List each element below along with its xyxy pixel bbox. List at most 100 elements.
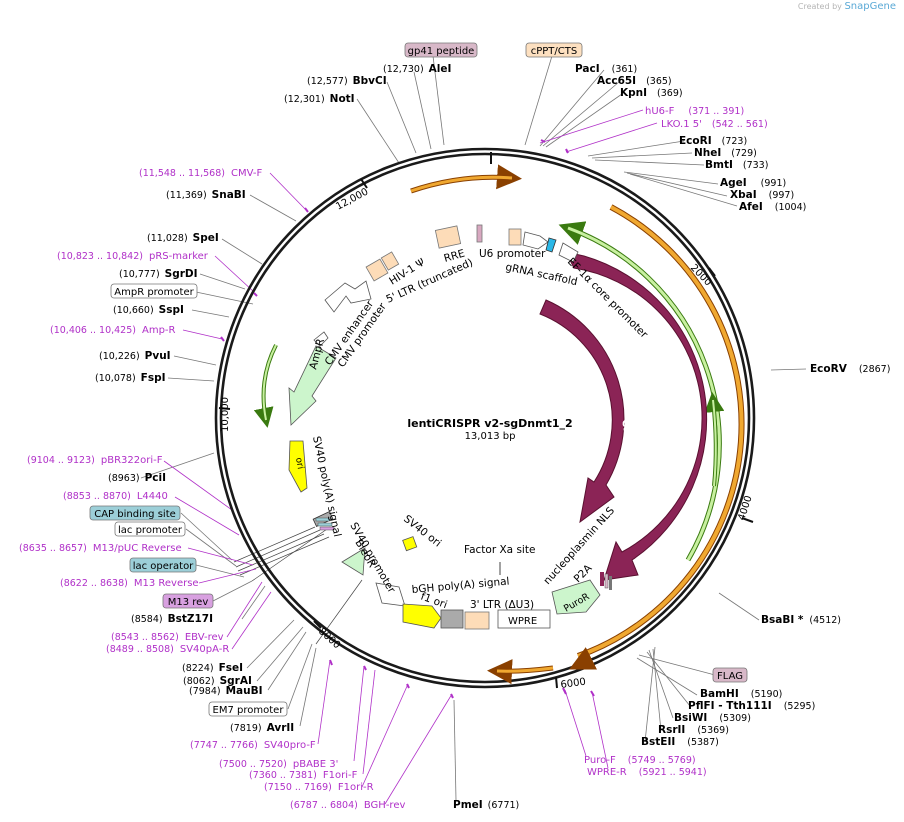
primer-site: (8489 .. 8508)SV40pA-R: [106, 644, 229, 655]
ltr3-box: [464, 611, 490, 630]
enzyme-site: (7984)MauBI: [189, 685, 263, 697]
orange-arc-bottom-fill: [496, 666, 554, 673]
enzyme-site: (10,777)SgrDI: [119, 268, 198, 280]
enzyme-site: (10,078)FspI: [95, 372, 166, 384]
cppt-label-box: [525, 42, 583, 58]
enzyme-labels-left: (12,730)AleI (12,577)BbvCI (12,301)NotI …: [95, 63, 451, 734]
green-arc-ef1a-fill: [567, 226, 721, 561]
ori-label: ori: [293, 457, 305, 470]
enzyme-site: (7819)AvrII: [230, 722, 294, 734]
enzyme-site: PacI(361): [575, 63, 637, 75]
enzyme-site: (8224)FseI: [182, 662, 243, 674]
enzyme-site: BstEII(5387): [641, 736, 719, 748]
factor-xa-label: Factor Xa site: [464, 544, 535, 556]
primer-site: (10,406 .. 10,425)Amp-R: [50, 325, 176, 336]
lac-operator-label: lac operator: [133, 561, 194, 572]
enzyme-site: (8062)SgrAI: [183, 675, 252, 687]
ltr5-box: [365, 258, 389, 282]
cap-binding-label: CAP binding site: [94, 509, 176, 520]
primer-site: hU6-F(371 .. 391): [645, 106, 744, 117]
cas9-label-2: Cas9: [683, 409, 699, 438]
orange-arc-right-fill: [577, 205, 744, 658]
primer-site: (7360 .. 7381)F1ori-F: [249, 770, 358, 781]
ampr-promoter-label: AmpR promoter: [114, 287, 194, 298]
orange-arc-right-head: [569, 647, 598, 670]
primer-site: (11,548 .. 11,568)CMV-F: [139, 168, 262, 179]
credit-prefix: Created by: [797, 2, 842, 11]
cas9-outer-arc: [565, 251, 708, 581]
u6-promoter-label: U6 promoter: [479, 248, 546, 260]
enzyme-site: AgeI(991): [720, 177, 786, 189]
enzyme-site: EcoRV(2867): [810, 363, 890, 375]
enzyme-site: (10,226)PvuI: [99, 350, 171, 362]
ruler-ticks: [218, 152, 754, 689]
tick-label: 6000: [560, 677, 587, 691]
enzyme-site: AfeI(1004): [739, 201, 806, 213]
flag-label-box: [712, 667, 748, 683]
boxed-feature-labels: gp41 peptide cPPT/CTS AmpR promoter CAP …: [89, 42, 748, 717]
primer-site: (8622 .. 8638)M13 Reverse: [60, 578, 199, 589]
enzyme-site: BsaBI *(4512): [761, 614, 841, 626]
m13rev-label: M13 rev: [168, 597, 209, 608]
wpre-label: WPRE: [508, 616, 537, 627]
enzyme-site: KpnI(369): [620, 87, 683, 99]
em7-label-box: [208, 701, 288, 717]
flag-label: FLAG: [717, 671, 743, 682]
puror-arrow: [551, 579, 601, 615]
enzyme-site: XbaI(997): [730, 189, 794, 201]
primer-site: (9104 .. 9123)pBR322ori-F: [27, 455, 163, 466]
cmv-promoter-arrow: [313, 331, 329, 347]
primer-labels: (11,548 .. 11,568)CMV-F (10,823 .. 10,84…: [19, 106, 768, 811]
gp41-label: gp41 peptide: [408, 46, 475, 57]
cppt-label: cPPT/CTS: [531, 46, 577, 57]
f1-ori-arrow: [402, 603, 442, 629]
green-arc-left-fill: [262, 344, 277, 421]
primer-site: Puro-F(5749 .. 5769): [584, 755, 696, 766]
primer-site: (8543 .. 8562)EBV-rev: [111, 632, 224, 643]
ltr3-label: 3' LTR (ΔU3): [470, 599, 534, 611]
gp41-label-box: [404, 42, 478, 58]
primer-site: (7747 .. 7766)SV40pro-F: [190, 740, 316, 751]
enzyme-site: (12,730)AleI: [383, 63, 451, 75]
ampr-arrow: [288, 345, 337, 426]
em7-label: EM7 promoter: [213, 705, 285, 716]
enzyme-site: Acc65I(365): [597, 75, 672, 87]
cas9-inner-arc: [539, 299, 625, 524]
ampr-promoter-label-box: [110, 283, 198, 299]
ef1a-promoter-arrow: [558, 242, 579, 263]
enzyme-site: BmtI(733): [705, 159, 768, 171]
enzyme-site: BamHI(5190): [700, 688, 782, 700]
enzyme-site: BsiWI(5309): [674, 712, 751, 724]
leader-lines: [140, 55, 807, 801]
backbone-outer: [214, 147, 756, 689]
ori-box: [288, 440, 308, 493]
bgh-polya-box: [440, 609, 464, 629]
primer-site: WPRE-R(5921 .. 5941): [587, 767, 707, 778]
enzyme-site: (8963)PciI: [108, 472, 166, 484]
plasmid-size: 13,013 bp: [465, 431, 516, 442]
enzyme-site: (12,577)BbvCI: [307, 75, 387, 87]
primer-markers: [220, 139, 595, 699]
lac-promoter-label: lac promoter: [118, 525, 183, 536]
m13rev-label-box: [162, 593, 214, 609]
cmv-enhancer-arrow: [324, 280, 372, 313]
enzyme-labels-right: PmeI(6771) PacI(361) Acc65I(365) KpnI(36…: [453, 63, 890, 811]
snapgene-logo-text: SnapGene: [844, 1, 896, 12]
green-arc-small-fill: [712, 399, 717, 487]
rre-box: [434, 225, 462, 249]
primer-site: LKO.1 5'(542 .. 561): [661, 119, 768, 130]
cap-binding-label-box: [89, 505, 181, 521]
lac-promoter-label-box: [114, 521, 186, 537]
enzyme-site: PmeI(6771): [453, 799, 519, 811]
psi-box: [380, 251, 400, 271]
primer-leader-lines: [163, 109, 658, 805]
tick-label: 4000: [736, 494, 754, 522]
cppt-box: [508, 228, 522, 246]
sv40-ori-box: [402, 536, 418, 552]
enzyme-site: (12,301)NotI: [284, 93, 355, 105]
primer-site: (8635 .. 8657)M13/pUC Reverse: [19, 543, 182, 554]
primer-site: (7150 .. 7169)F1ori-R: [264, 782, 374, 793]
enzyme-site: (11,028)SpeI: [147, 232, 219, 244]
plasmid-name: lentiCRISPR v2-sgDnmt1_2: [407, 417, 572, 430]
